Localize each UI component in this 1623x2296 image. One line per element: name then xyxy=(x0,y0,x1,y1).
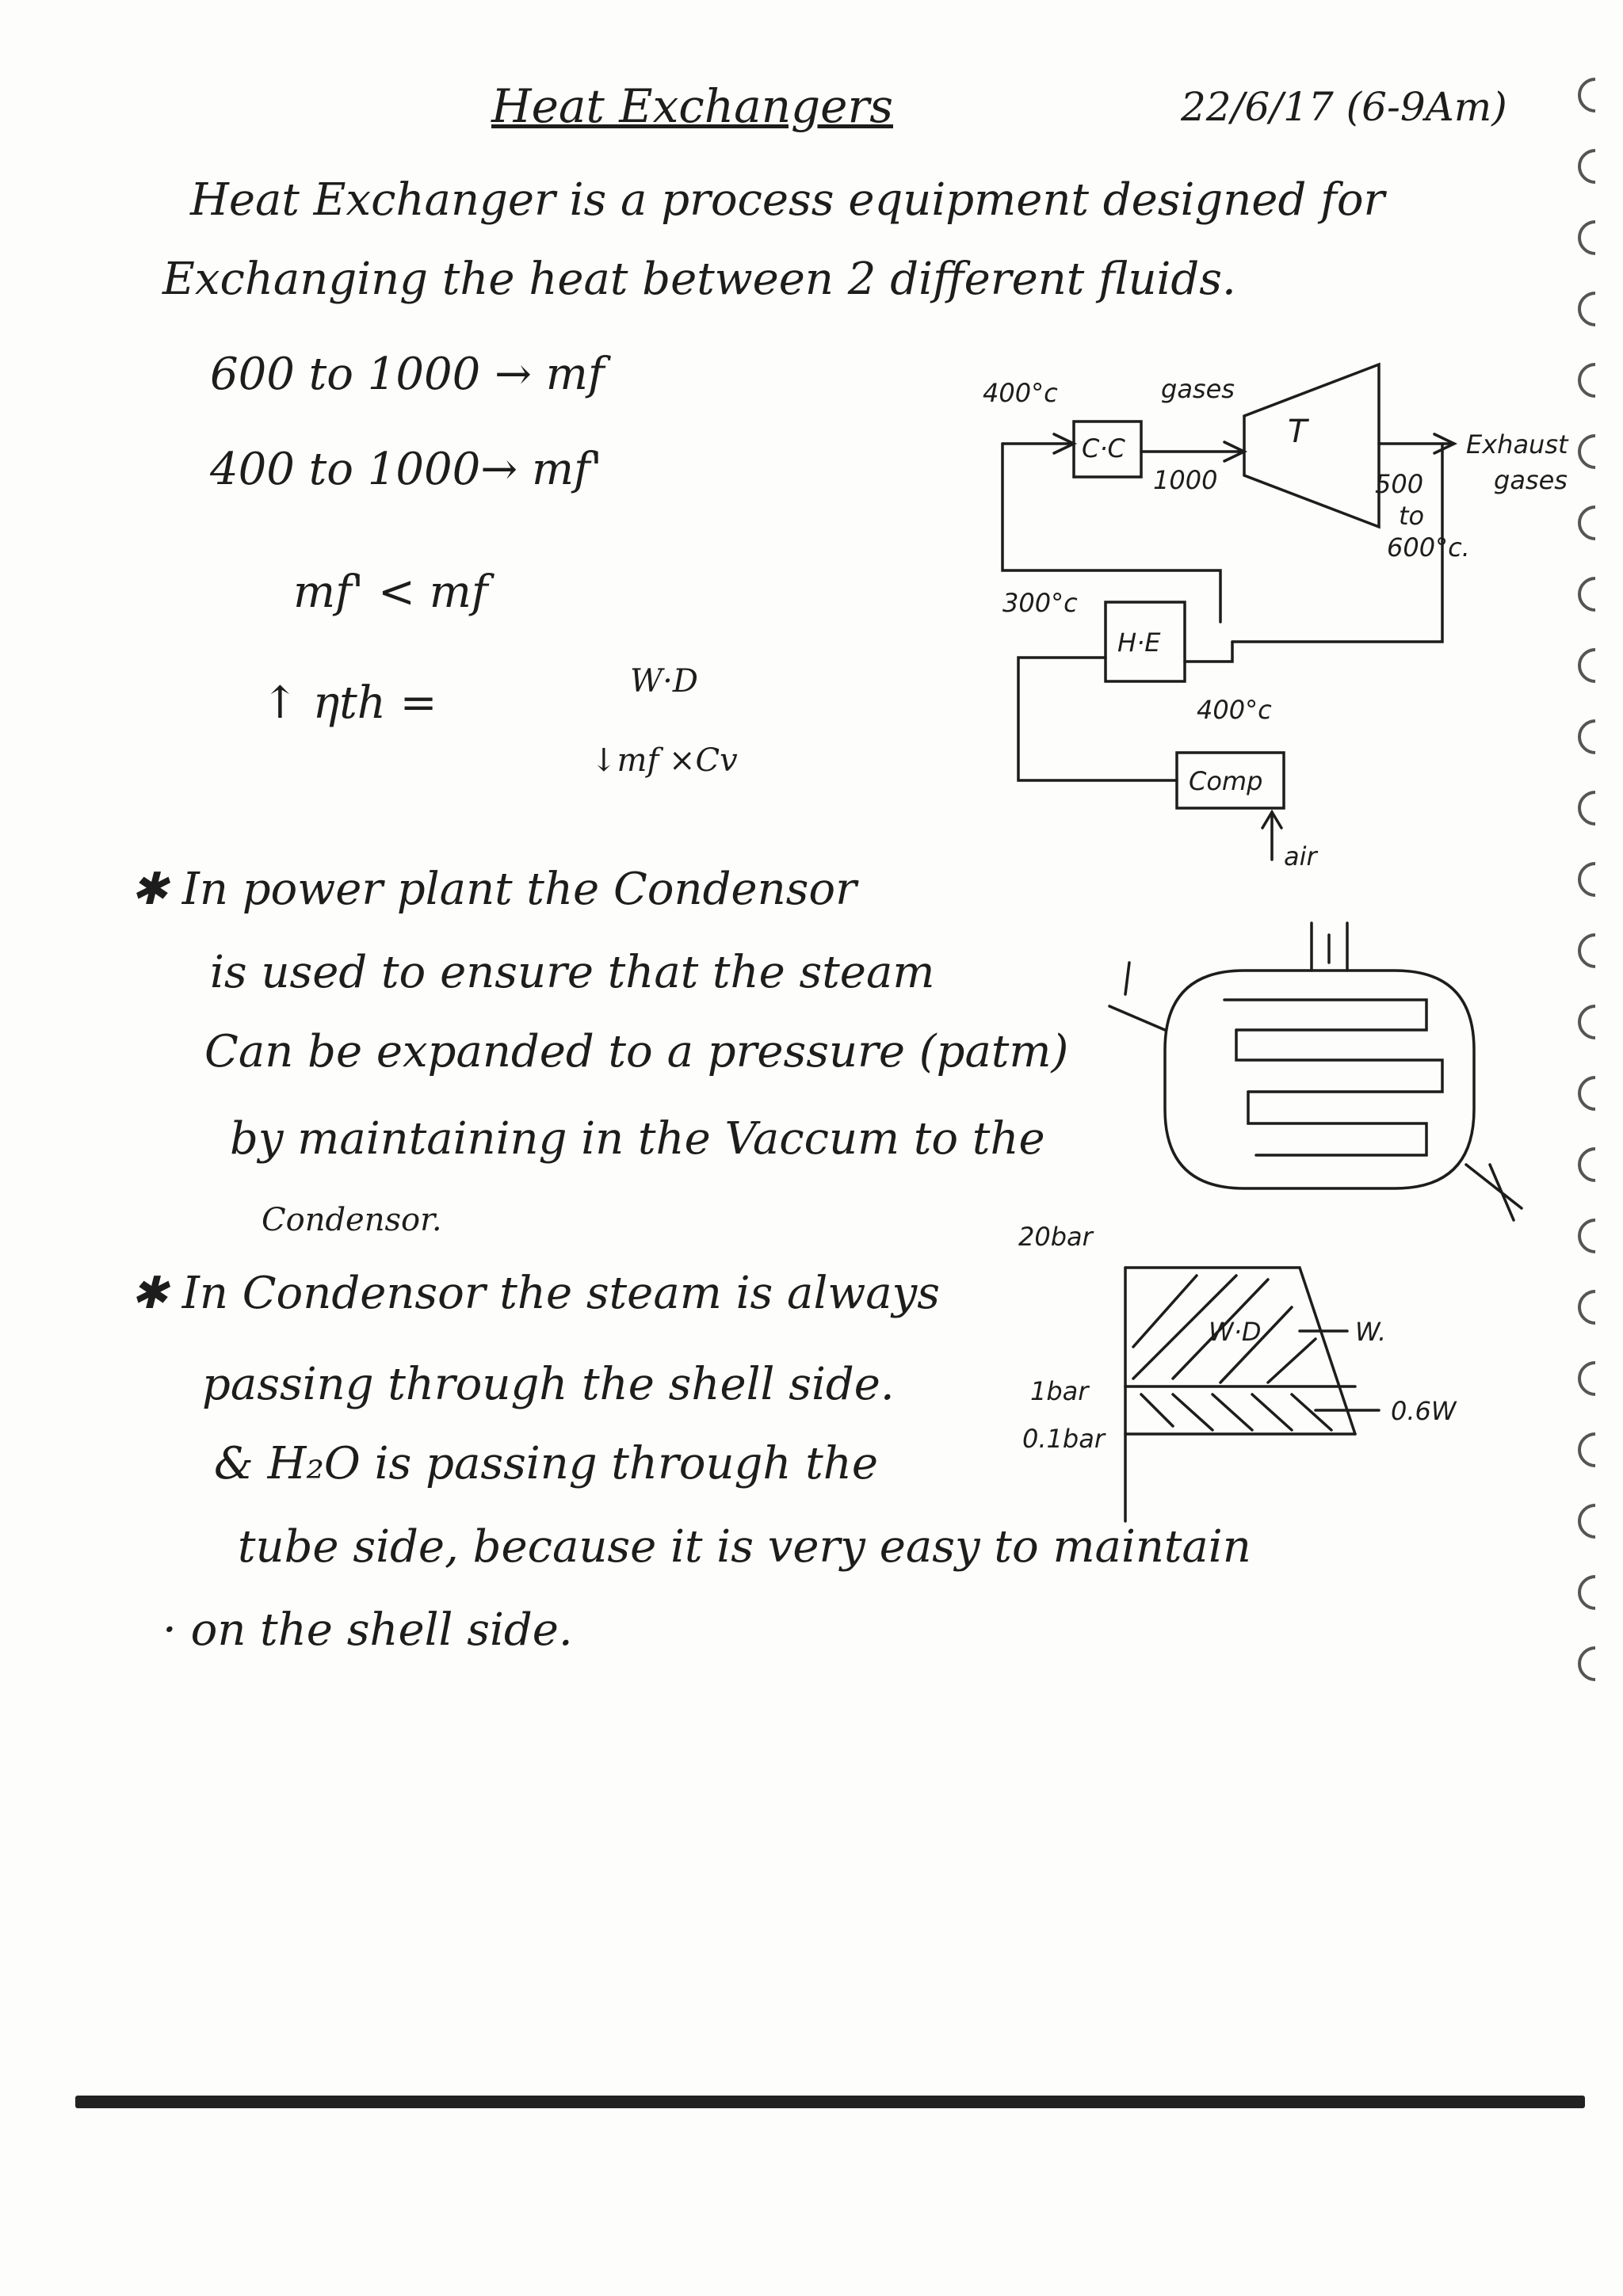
condenser-tube-2 xyxy=(1235,1028,1444,1093)
condenser-note-line-4: by maintaining in the Vaccum to the xyxy=(230,1113,1045,1165)
shell-note-line-5: · on the shell side. xyxy=(162,1604,573,1656)
spiral-binding xyxy=(1578,78,1596,1681)
label-06w: 0.6W xyxy=(1391,1396,1457,1426)
label-1000: 1000 xyxy=(1153,465,1218,495)
efficiency-lhs: ↑ ηth = xyxy=(262,677,437,729)
water-in xyxy=(1108,961,1167,1032)
left-loop xyxy=(1001,442,1222,624)
he-to-comp-left xyxy=(1017,656,1178,782)
water-out xyxy=(1465,1163,1523,1222)
condenser-note-line-1: ✱ In power plant the Condensor xyxy=(131,864,857,915)
label-wd: W·D xyxy=(1209,1317,1262,1347)
shell-note-line-4: tube side, because it is very easy to ma… xyxy=(238,1521,1251,1573)
condenser-shell xyxy=(1163,969,1476,1190)
shell-note-line-3: & H₂O is passing through the xyxy=(214,1438,878,1489)
efficiency-numerator: W·D xyxy=(630,663,698,700)
condenser-note-line-2: is used to ensure that the steam xyxy=(210,947,935,998)
condenser-note-line-5: Condensor. xyxy=(262,1202,442,1238)
hatch-mid xyxy=(1140,1393,1333,1432)
label-exhaust-temp-3: 600°c. xyxy=(1387,532,1470,563)
efficiency-denominator: ↓mf ×Cv xyxy=(590,742,738,779)
condenser-tube-1 xyxy=(1223,998,1428,1032)
label-gases: gases xyxy=(1161,374,1235,404)
definition-line-2: Exchanging the heat between 2 different … xyxy=(162,254,1236,305)
he-out xyxy=(1183,640,1234,663)
steam-inlet xyxy=(1310,921,1349,972)
label-w: W. xyxy=(1355,1317,1387,1347)
shell-note-line-1: ✱ In Condensor the steam is always xyxy=(131,1268,941,1319)
turbine-shape xyxy=(1243,362,1381,529)
label-comp: Comp xyxy=(1189,766,1263,796)
comp-box xyxy=(1175,751,1285,810)
label-exhaust-temp-1: 500 xyxy=(1375,469,1424,499)
definition-line-1: Heat Exchanger is a process equipment de… xyxy=(190,174,1385,226)
label-exhaust-2: gases xyxy=(1494,465,1568,495)
cc-box xyxy=(1072,420,1143,479)
page-bottom-rule xyxy=(75,2096,1585,2108)
label-turbine: T xyxy=(1288,414,1308,450)
label-01bar: 0.1bar xyxy=(1022,1424,1105,1454)
mass-flow-line-1: 600 to 1000 → mf xyxy=(210,349,605,400)
label-20bar: 20bar xyxy=(1018,1222,1093,1252)
condenser-tube-3 xyxy=(1247,1090,1428,1157)
label-air: air xyxy=(1284,841,1317,871)
page-title: Heat Exchangers xyxy=(491,79,893,133)
page-date: 22/6/17 (6-9Am) xyxy=(1181,84,1507,130)
label-exhaust-1: Exhaust xyxy=(1466,429,1568,460)
pressure-right xyxy=(1298,1266,1357,1436)
condenser-note-line-3: Can be expanded to a pressure (patm) xyxy=(204,1026,1069,1077)
label-1bar: 1bar xyxy=(1030,1376,1089,1406)
mass-flow-line-2: 400 to 1000→ mf' xyxy=(210,444,603,495)
label-temp-in: 400°c xyxy=(983,378,1058,408)
return-right xyxy=(1231,442,1444,643)
label-exhaust-temp-2: to xyxy=(1399,501,1425,531)
mass-flow-relation: mf' < mf xyxy=(293,566,488,618)
label-cc: C·C xyxy=(1082,433,1125,463)
shell-note-line-2: passing through the shell side. xyxy=(202,1359,895,1410)
label-he: H·E xyxy=(1117,627,1161,658)
label-he-temp-out: 400°c xyxy=(1197,695,1272,725)
label-he-temp-in: 300°c xyxy=(1002,588,1078,618)
he-box xyxy=(1104,601,1186,683)
hatch-top xyxy=(1132,1274,1317,1384)
